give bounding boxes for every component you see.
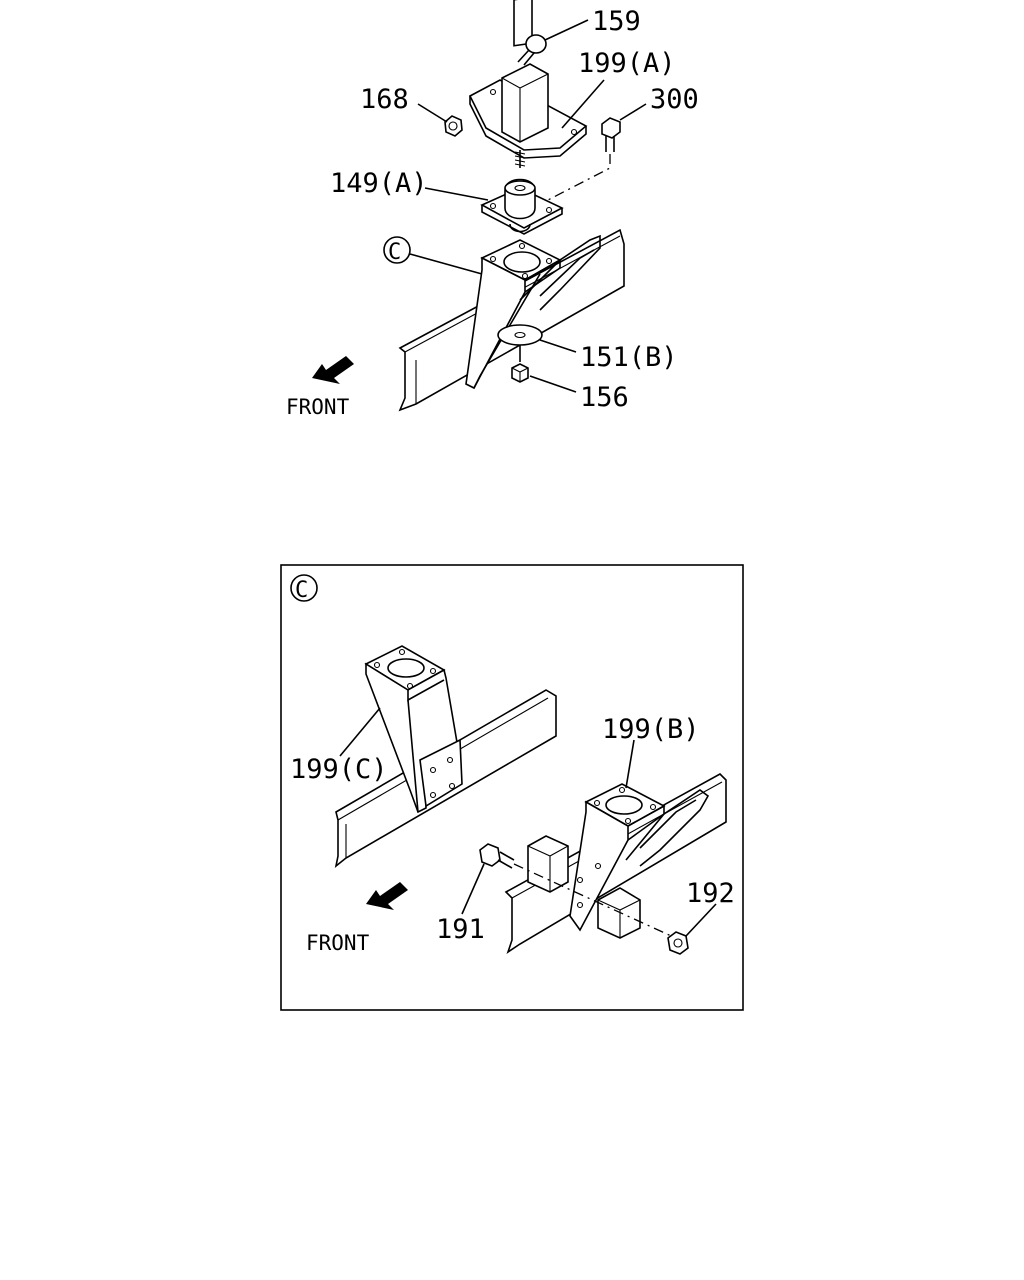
label-156: 156 [580,382,629,413]
front-label-upper: FRONT [286,395,350,419]
label-149a: 149(A) [330,168,428,199]
label-199a: 199(A) [578,48,676,79]
label-151b: 151(B) [580,342,678,373]
upper-bolt-159 [517,34,547,66]
detail-c-title: C [295,578,308,603]
label-300: 300 [650,84,699,115]
label-159: 159 [592,6,641,37]
label-192: 192 [686,878,735,909]
upper-top-bracket [468,0,588,168]
upper-rubber-mount [480,178,564,235]
front-arrow-icon-detail [366,882,408,910]
label-168: 168 [360,84,409,115]
upper-bracket [465,234,601,390]
detail-c-panel: C [280,564,744,1011]
detail-bracket-199b [569,783,710,932]
label-191: 191 [436,914,485,945]
upper-nut-168 [444,115,463,137]
detail-leader-lines [339,707,717,937]
detail-c-frame [280,564,744,1011]
detail-bracket-199c [364,645,463,814]
front-label-detail: FRONT [306,931,370,955]
front-arrow-icon [312,356,354,384]
label-199c: 199(C) [290,754,388,785]
detail-bolt-191 [479,843,681,941]
upper-bolt-300 [547,117,621,201]
detail-spacer-blocks [527,835,641,939]
label-c: C [388,240,401,265]
upper-washer-and-nut [497,324,543,383]
upper-leader-lines [409,19,647,393]
detail-c-circle [290,574,318,602]
callout-c-circle [383,236,411,264]
detail-nut-192 [667,931,689,955]
label-199b: 199(B) [602,714,700,745]
upper-assembly: 159 199(A) 168 300 149(A) C 151(B) 156 F… [286,0,699,419]
